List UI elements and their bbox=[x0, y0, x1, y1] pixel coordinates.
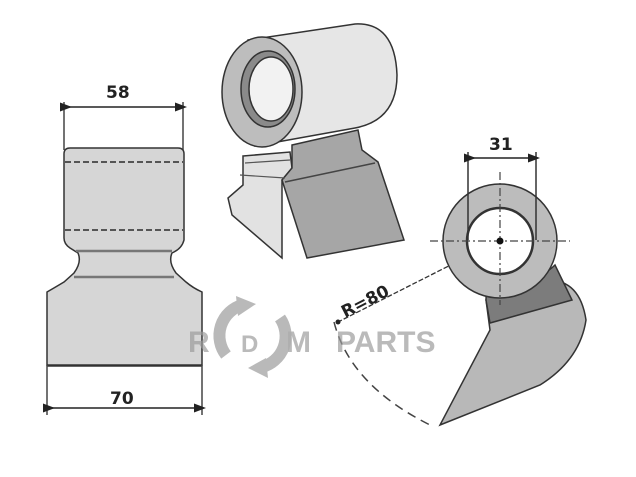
dimension-label-radius: R=80 bbox=[338, 281, 393, 322]
dimension-label-70: 70 bbox=[110, 389, 134, 409]
recycle-arrows-logo bbox=[213, 296, 292, 378]
rdm-parts-watermark: R D M PARTS bbox=[188, 296, 435, 378]
isometric-view bbox=[221, 23, 405, 260]
watermark-letter-m: M bbox=[286, 326, 311, 359]
dimension-top-width: 58 bbox=[60, 83, 187, 150]
dimension-bore: 31 bbox=[464, 135, 540, 240]
watermark-parts-text: PARTS bbox=[336, 326, 435, 359]
watermark-letter-r: R bbox=[188, 326, 210, 359]
watermark-letter-d: D bbox=[241, 331, 258, 358]
dimension-label-31: 31 bbox=[489, 135, 513, 155]
dimension-bottom-width: 70 bbox=[43, 365, 206, 415]
side-view-body bbox=[46, 147, 203, 366]
end-view: R=80 31 bbox=[333, 135, 587, 427]
side-view: 58 70 bbox=[43, 83, 206, 415]
dimension-label-58: 58 bbox=[106, 83, 130, 103]
